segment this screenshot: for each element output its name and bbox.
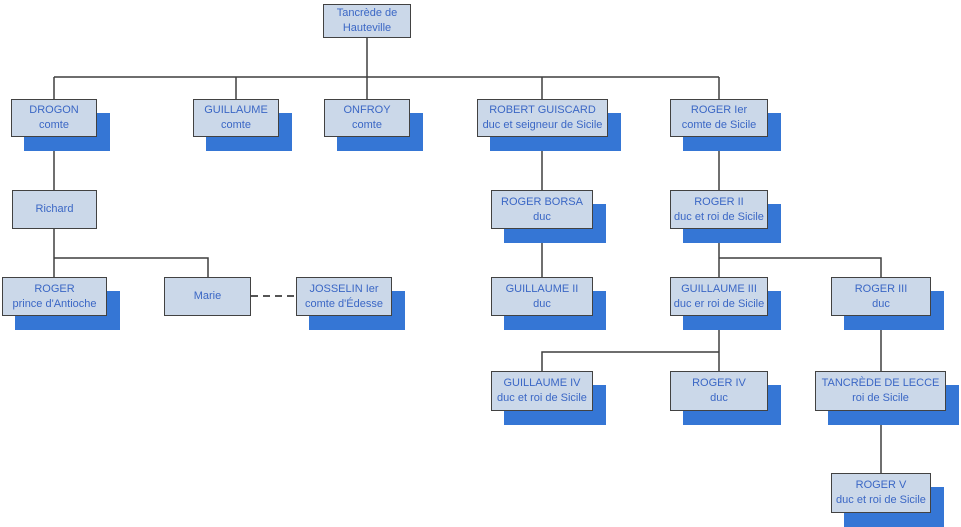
node-name: ROGER BORSA xyxy=(501,195,583,208)
node-title: comte de Sicile xyxy=(681,119,757,131)
node-title: duc et roi de Sicile xyxy=(674,210,764,223)
node-name: ROGER III xyxy=(854,282,908,295)
node-name: GUILLAUME IV xyxy=(503,377,581,390)
connector-roger2-roger3 xyxy=(719,257,882,277)
node-roger-borsa: ROGER BORSA duc xyxy=(491,190,593,229)
node-name: Richard xyxy=(35,203,74,216)
node-name: GUILLAUME II xyxy=(505,282,579,295)
node-name: DROGON xyxy=(29,104,79,117)
node-name: ONFROY xyxy=(343,104,391,117)
node-title: duc et roi de Sicile xyxy=(836,494,926,506)
node-guillaume: GUILLAUME comte xyxy=(193,99,279,137)
node-roger-antioche: ROGER prince d'Antioche xyxy=(2,277,107,316)
node-roger-2: ROGER II duc et roi de Sicile xyxy=(670,190,768,229)
node-roger-1er: ROGER Ier comte de Sicile xyxy=(670,99,768,137)
node-name: ROBERT GUISCARD xyxy=(489,104,596,117)
node-title: duc xyxy=(710,392,728,404)
node-name: ROGER V xyxy=(855,479,907,492)
node-marie: Marie xyxy=(164,277,251,316)
node-name: GUILLAUME xyxy=(204,104,268,117)
node-name: GUILLAUME III xyxy=(681,282,757,295)
node-title: comte xyxy=(352,119,382,131)
node-name: ROGER IV xyxy=(692,377,746,390)
node-roger-3: ROGER III duc xyxy=(831,277,931,316)
node-title: duc er roi de Sicile xyxy=(673,297,765,310)
node-title: duc xyxy=(872,297,890,310)
connector-guillaume3-guillaume4 xyxy=(541,351,719,371)
node-onfroy: ONFROY comte xyxy=(324,99,410,137)
node-name: ROGER II xyxy=(694,195,744,208)
connector-richard-marie xyxy=(54,257,209,277)
node-title: duc et roi de Sicile xyxy=(497,392,587,404)
node-name: Tancrède de Hauteville xyxy=(336,7,398,34)
node-name: Marie xyxy=(193,290,222,303)
node-roger-5: ROGER V duc et roi de Sicile xyxy=(831,473,931,513)
node-title: duc et seigneur de Sicile xyxy=(482,119,603,131)
node-title: duc xyxy=(533,210,551,223)
node-roger-4: ROGER IV duc xyxy=(670,371,768,411)
node-richard: Richard xyxy=(12,190,97,229)
node-guillaume-3: GUILLAUME III duc er roi de Sicile xyxy=(670,277,768,316)
node-title: comte d'Édesse xyxy=(305,297,383,310)
node-title: duc xyxy=(533,297,551,310)
node-guillaume-4: GUILLAUME IV duc et roi de Sicile xyxy=(491,371,593,411)
node-title: comte xyxy=(39,119,69,131)
node-josselin: JOSSELIN Ier comte d'Édesse xyxy=(296,277,392,316)
node-robert-guiscard: ROBERT GUISCARD duc et seigneur de Sicil… xyxy=(477,99,608,137)
node-drogon: DROGON comte xyxy=(11,99,97,137)
node-title: roi de Sicile xyxy=(852,392,909,404)
node-guillaume-2: GUILLAUME II duc xyxy=(491,277,593,316)
node-title: comte xyxy=(221,119,251,131)
node-title: prince d'Antioche xyxy=(12,297,97,310)
node-name: JOSSELIN Ier xyxy=(309,282,379,295)
node-name: ROGER Ier xyxy=(690,104,748,117)
node-name: TANCRÈDE DE LECCE xyxy=(821,377,940,390)
node-tancrede-de-lecce: TANCRÈDE DE LECCE roi de Sicile xyxy=(815,371,946,411)
node-tancrede-de-hauteville: Tancrède de Hauteville xyxy=(323,4,411,38)
node-name: ROGER xyxy=(34,282,75,295)
